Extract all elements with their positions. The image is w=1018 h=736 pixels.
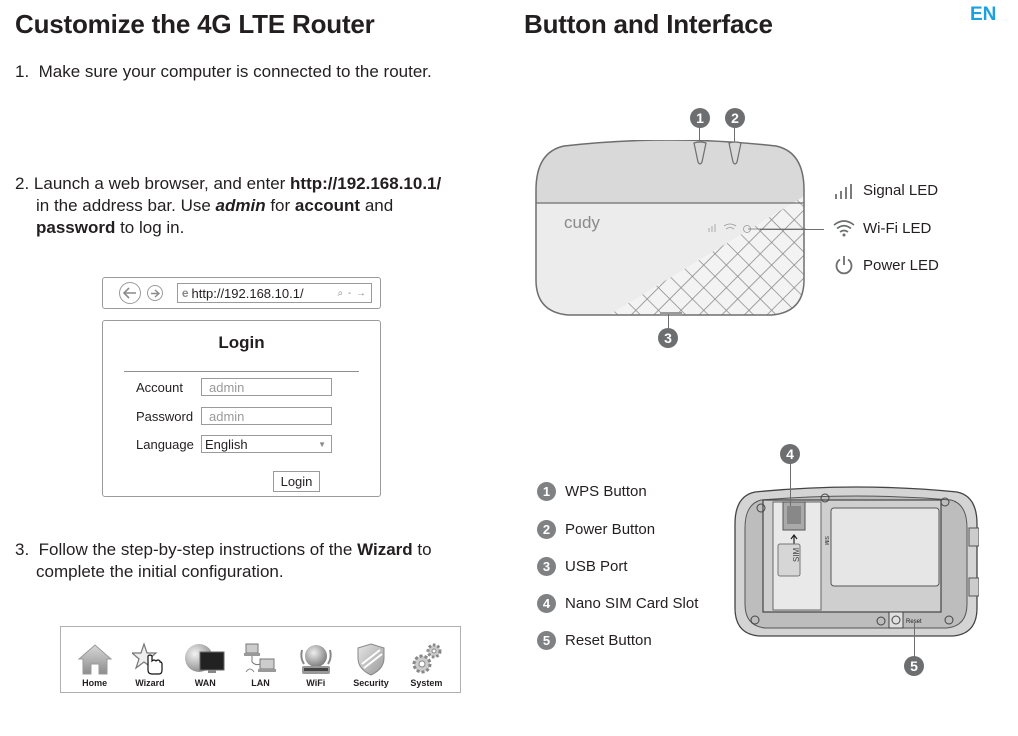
- menu-item-system[interactable]: System: [400, 642, 452, 688]
- step-1-text: Make sure your computer is connected to …: [38, 62, 432, 81]
- wifi-router-icon: [300, 645, 332, 674]
- callout-line-1: [699, 128, 700, 142]
- language-value: English: [205, 436, 248, 452]
- menu-item-lan[interactable]: LAN: [234, 642, 286, 688]
- page-title-buttons: Button and Interface: [524, 9, 773, 39]
- language-select[interactable]: English ▼: [201, 435, 332, 453]
- menu-item-security[interactable]: Security: [345, 642, 397, 688]
- login-button[interactable]: Login: [273, 471, 320, 492]
- security-shield-icon: [357, 643, 385, 676]
- step-1: 1. Make sure your computer is connected …: [15, 61, 432, 83]
- step-2: 2. Launch a web browser, and enter http:…: [15, 174, 442, 237]
- router-menu-bar: Home Wizard WAN LAN: [60, 626, 461, 693]
- address-value: http://192.168.10.1/: [191, 285, 304, 301]
- lan-computers-icon: [244, 643, 277, 673]
- callout-line-4: [790, 464, 791, 506]
- callout-2: 2: [725, 108, 745, 128]
- wizard-word: Wizard: [357, 540, 413, 559]
- password-label: Password: [136, 408, 194, 424]
- search-icon[interactable]: ⌕ - →: [337, 287, 367, 299]
- account-row: Account admin: [136, 378, 332, 396]
- menu-item-home[interactable]: Home: [69, 642, 121, 688]
- account-input[interactable]: admin: [201, 378, 332, 396]
- signal-bars-icon: [833, 183, 855, 199]
- chevron-down-icon: ▼: [318, 439, 326, 449]
- step-1-number: 1.: [15, 62, 30, 81]
- account-label: Account: [136, 379, 183, 395]
- password-input[interactable]: admin: [201, 407, 332, 425]
- credential-admin: admin: [215, 196, 266, 215]
- router-url: http://192.168.10.1/: [290, 174, 442, 193]
- router-back-illustration: SIM SIM Reset: [734, 486, 979, 637]
- legend-power-button: 2 Power Button: [537, 520, 655, 539]
- language-row: Language English ▼: [136, 435, 332, 453]
- step-3: 3. Follow the step-by-step instructions …: [15, 540, 432, 581]
- led-signal: Signal LED: [833, 182, 938, 199]
- page-title-customize: Customize the 4G LTE Router: [15, 9, 375, 39]
- power-icon: [833, 255, 855, 275]
- legend-reset-button: 5 Reset Button: [537, 631, 652, 650]
- browser-toolbar: e http://192.168.10.1/ ⌕ - →: [102, 277, 381, 309]
- menu-item-wifi[interactable]: WiFi: [290, 642, 342, 688]
- step-2-number: 2.: [15, 174, 30, 193]
- sim-side-label: SIM: [823, 536, 829, 545]
- system-gears-icon: [412, 643, 442, 674]
- home-icon: [77, 644, 112, 675]
- callout-line-2: [734, 128, 735, 142]
- svg-text:SIM: SIM: [792, 547, 801, 562]
- login-title: Login: [218, 333, 265, 352]
- menu-item-wan[interactable]: WAN: [179, 642, 231, 688]
- login-panel: Login Account admin Password admin Langu…: [102, 320, 381, 497]
- legend-nano-sim-slot: 4 Nano SIM Card Slot: [537, 594, 698, 613]
- legend-wps-button: 1 WPS Button: [537, 482, 647, 501]
- callout-1: 1: [690, 108, 710, 128]
- language-label: Language: [136, 436, 194, 452]
- callout-3: 3: [658, 328, 678, 348]
- legend-usb-port: 3 USB Port: [537, 557, 628, 576]
- led-wifi: Wi-Fi LED: [833, 219, 931, 237]
- wizard-star-icon: [131, 642, 163, 675]
- language-badge: EN: [970, 4, 997, 25]
- address-bar[interactable]: e http://192.168.10.1/ ⌕ - →: [176, 283, 372, 303]
- menu-item-wizard[interactable]: Wizard: [124, 642, 176, 688]
- login-divider: [124, 371, 359, 372]
- brand-logo: cudy: [564, 213, 600, 232]
- reset-label: Reset: [906, 619, 922, 625]
- password-row: Password admin: [136, 407, 332, 425]
- forward-arrow-icon[interactable]: [146, 285, 163, 301]
- led-power: Power LED: [833, 255, 939, 275]
- ie-logo-icon: e: [181, 286, 189, 300]
- wifi-icon: [833, 219, 855, 237]
- step-3-number: 3.: [15, 540, 30, 559]
- back-arrow-icon[interactable]: [119, 282, 141, 304]
- router-front-illustration: cudy: [535, 140, 806, 316]
- callout-line-5: [914, 623, 915, 657]
- callout-5: 5: [904, 656, 924, 676]
- wan-globe-icon: [185, 644, 225, 673]
- led-pointer-line: [760, 229, 824, 230]
- callout-4: 4: [780, 444, 800, 464]
- callout-line-3: [668, 314, 669, 328]
